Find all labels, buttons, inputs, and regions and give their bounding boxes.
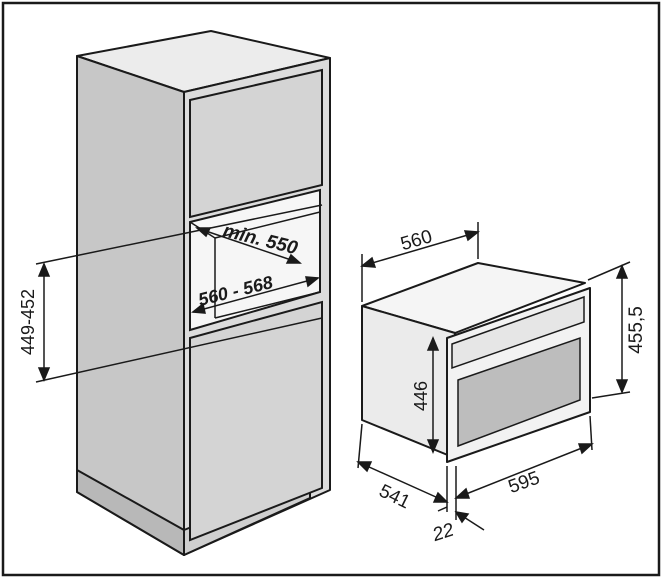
niche-height-label: 449-452 (18, 289, 38, 355)
appliance-height-label: 455,5 (626, 306, 647, 354)
appliance-width-dimension (360, 222, 480, 302)
appliance-front-height-dimension (426, 336, 440, 454)
niche-width-dimension (191, 276, 320, 314)
lower-door (189, 300, 323, 542)
door-window (457, 336, 581, 448)
control-panel (451, 295, 585, 370)
appliance-height-dimension (587, 261, 631, 399)
upper-door (189, 68, 323, 219)
appliance-depth-dimension (356, 423, 449, 512)
appliance-front-width-dimension (454, 415, 594, 499)
panel-thickness-dimension (437, 466, 485, 531)
appliance-front-height-label: 446 (411, 381, 431, 411)
niche-height-dimension (35, 204, 323, 383)
